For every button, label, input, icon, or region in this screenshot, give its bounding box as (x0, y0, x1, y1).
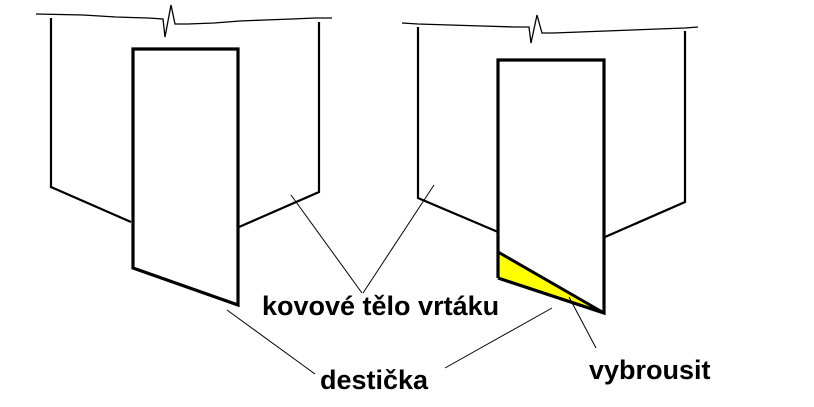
right-drill-top-break-line (401, 14, 699, 44)
left-drill-body-outline-right (238, 22, 321, 229)
leader-lines (226, 184, 597, 375)
body-leader-right (362, 184, 435, 294)
right-insert-grind-line (497, 250, 605, 315)
label-insert: destička (320, 365, 429, 395)
body-leader-left (290, 194, 363, 294)
left-drill-body-outline-left (49, 18, 132, 224)
label-body: kovové tělo vrtáku (262, 291, 500, 321)
grind-leader (568, 296, 597, 349)
left-drill-top-break-line (35, 4, 332, 38)
left-drill (35, 4, 332, 308)
left-insert (131, 47, 240, 308)
insert-leader-right (444, 307, 553, 369)
right-drill-body-outline-right (604, 31, 687, 239)
right-drill-body-outline-left (416, 27, 499, 234)
label-grind: vybrousit (589, 355, 711, 385)
insert-leader-left (226, 309, 316, 375)
right-insert (496, 58, 606, 316)
right-drill (401, 14, 699, 316)
